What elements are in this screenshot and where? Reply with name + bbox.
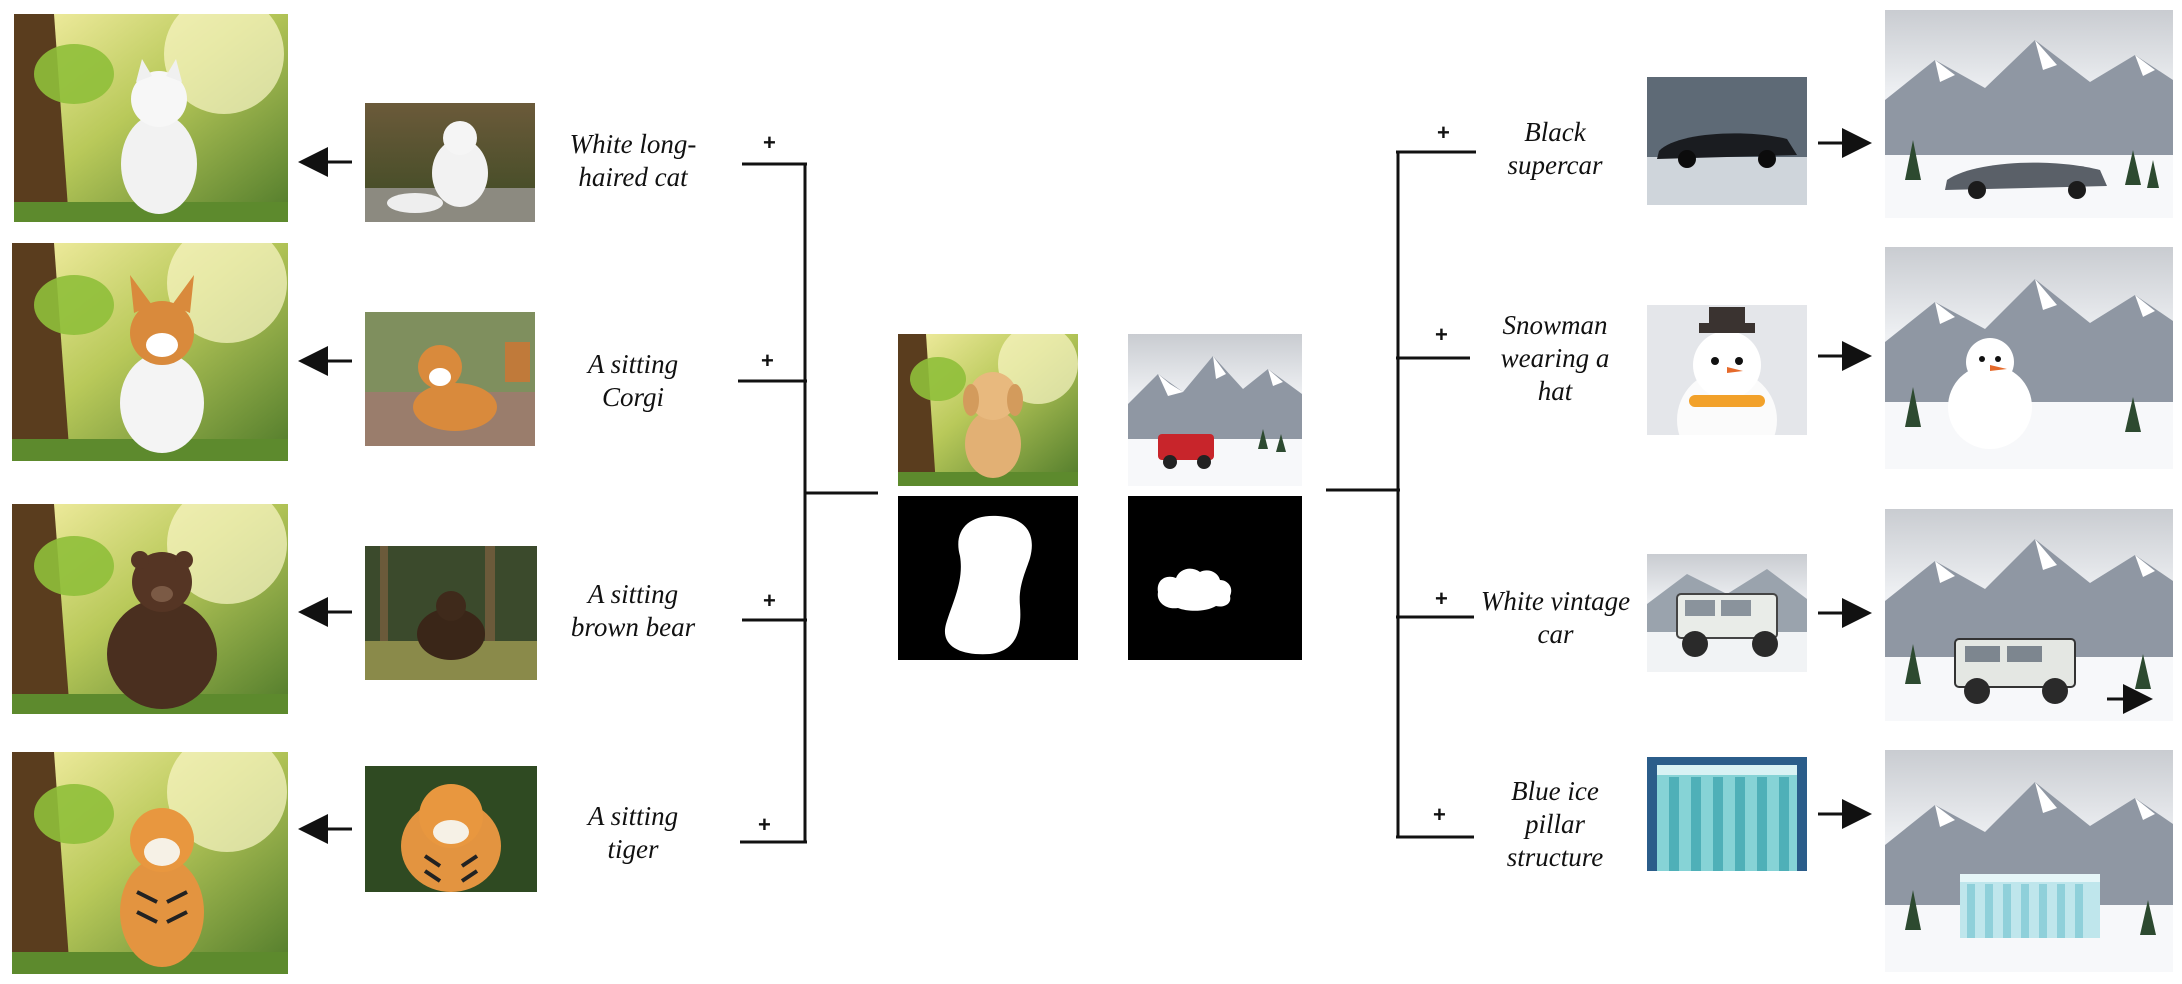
output-image-snowman — [1885, 247, 2173, 469]
plus-sign-left-1: + — [763, 130, 776, 155]
plus-sign-right-1: + — [1437, 120, 1450, 145]
reference-image-vintage-car — [1647, 554, 1807, 672]
plus-sign-right-3: + — [1435, 586, 1448, 611]
reference-image-snowman — [1647, 305, 1807, 435]
right-prompt-vintage-car: White vintage car — [1480, 586, 1631, 649]
left-prompt-bear: A sitting brown bear — [570, 579, 696, 642]
reference-image-bear — [365, 546, 537, 680]
plus-sign-left-4: + — [758, 812, 771, 837]
plus-sign-right-4: + — [1433, 802, 1446, 827]
plus-sign-left-2: + — [761, 348, 774, 373]
mask-image-puppy — [898, 496, 1078, 660]
right-prompt-supercar: Black supercar — [1507, 117, 1603, 180]
reference-image-ice-structure — [1647, 757, 1807, 871]
source-image-snow-jeep — [1128, 334, 1302, 486]
reference-image-corgi — [365, 312, 535, 446]
output-image-cat — [14, 14, 288, 222]
output-image-ice-structure — [1885, 750, 2173, 972]
plus-sign-right-2: + — [1435, 322, 1448, 347]
right-prompt-ice-structure: Blue ice pillar structure — [1506, 776, 1604, 872]
left-prompt-tiger: A sitting tiger — [587, 801, 679, 864]
reference-image-tiger — [365, 766, 537, 892]
reference-image-supercar — [1647, 77, 1807, 205]
reference-image-cat — [365, 103, 535, 222]
output-image-bear — [12, 504, 288, 714]
left-prompt-cat: White long- haired cat — [569, 129, 697, 192]
output-image-vintage-car — [1885, 509, 2173, 721]
plus-sign-left-3: + — [763, 588, 776, 613]
left-prompt-corgi: A sitting Corgi — [587, 349, 679, 412]
output-image-supercar — [1885, 10, 2173, 218]
mask-image-snow-jeep — [1128, 496, 1302, 660]
source-image-puppy — [898, 334, 1078, 486]
output-image-corgi — [12, 243, 288, 461]
output-image-tiger — [12, 752, 288, 974]
right-prompt-snowman: Snowman wearing a hat — [1500, 310, 1610, 406]
